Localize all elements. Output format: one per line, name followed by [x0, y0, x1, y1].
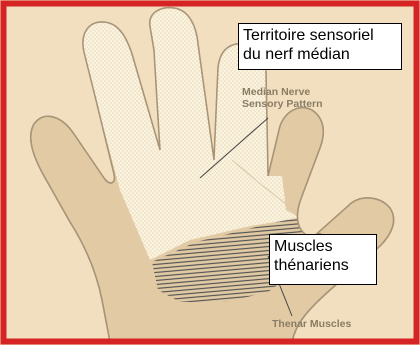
- thenar-muscles-english-label: Thenar Muscles: [272, 318, 351, 330]
- median-nerve-label-line2: Sensory Pattern: [242, 98, 323, 110]
- thenar-label-line2: thénariens: [274, 256, 372, 275]
- thenar-label-line1: Muscles: [274, 237, 372, 256]
- sensory-territory-label-line2: du nerf médian: [243, 45, 397, 64]
- thenar-muscles-label-box: Muscles thénariens: [269, 234, 377, 285]
- sensory-territory-label-line1: Territoire sensoriel: [243, 26, 397, 45]
- median-nerve-sensory-pattern-label: Median Nerve Sensory Pattern: [242, 86, 323, 110]
- sensory-territory-label-box: Territoire sensoriel du nerf médian: [238, 23, 402, 70]
- median-nerve-label-line1: Median Nerve: [242, 86, 323, 98]
